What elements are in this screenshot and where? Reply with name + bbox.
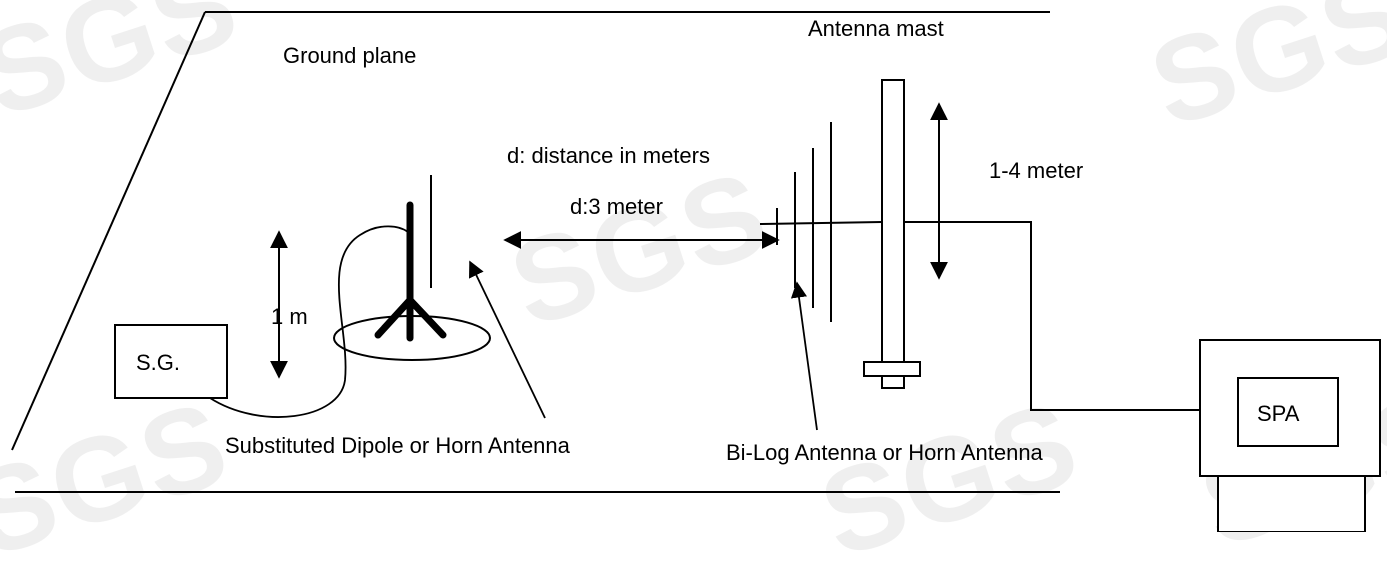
antenna-mast-label: Antenna mast xyxy=(808,16,944,41)
distance-value-label: d:3 meter xyxy=(570,194,663,219)
distance-description-label: d: distance in meters xyxy=(507,143,710,168)
spa-stand xyxy=(1217,475,1366,532)
bilog-antenna-pointer xyxy=(790,281,818,431)
substituted-antenna-label: Substituted Dipole or Horn Antenna xyxy=(225,433,570,458)
dipole-height-label: 1 m xyxy=(271,304,308,329)
signal-generator-label: S.G. xyxy=(136,350,181,375)
mast-base xyxy=(863,361,921,377)
tripod-base-ellipse xyxy=(333,315,491,361)
ground-plane-label: Ground plane xyxy=(283,43,417,68)
bilog-antenna-label: Bi-Log Antenna or Horn Antenna xyxy=(726,440,1043,465)
signal-generator-box xyxy=(114,324,228,399)
ground-plane-outline xyxy=(11,11,1060,493)
dipole-tripod xyxy=(374,201,447,342)
substituted-antenna-pointer xyxy=(469,260,546,419)
sg-cable xyxy=(209,225,409,418)
antenna-mast xyxy=(881,79,905,389)
spa-inner-box xyxy=(1237,377,1339,447)
spectrum-analyzer-label: SPA xyxy=(1257,401,1300,426)
mast-height-label: 1-4 meter xyxy=(989,158,1084,183)
spa-cable xyxy=(904,221,1205,411)
bilog-antenna xyxy=(759,122,883,322)
test-setup-diagram xyxy=(11,11,1381,532)
